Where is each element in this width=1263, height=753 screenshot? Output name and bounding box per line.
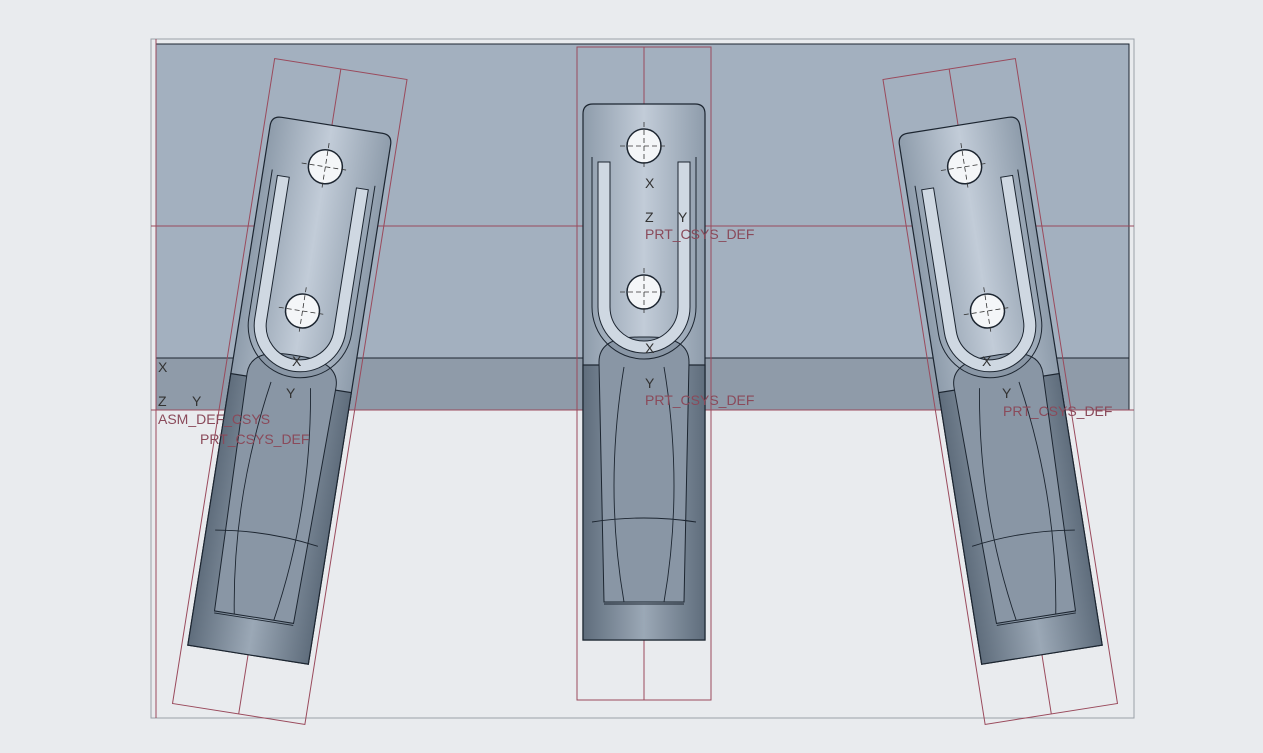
- asm-axis-x: X: [158, 359, 168, 375]
- center-axis-y: Y: [678, 209, 688, 225]
- asm-axis-z: Z: [158, 393, 167, 409]
- center-part-csys-label-bottom[interactable]: PRT_CSYS_DEF: [645, 392, 754, 408]
- right-axis-x: X: [982, 353, 992, 369]
- left-axis-x: X: [292, 353, 302, 369]
- center-axis-y-lower: Y: [645, 375, 655, 391]
- right-part-csys-label[interactable]: PRT_CSYS_DEF: [1003, 403, 1112, 419]
- left-axis-y: Y: [286, 385, 296, 401]
- center-part-csys-label-top[interactable]: PRT_CSYS_DEF: [645, 226, 754, 242]
- center-axis-x: X: [645, 175, 655, 191]
- assembly-bounding-frame: [150, 38, 1135, 719]
- right-axis-y: Y: [1002, 385, 1012, 401]
- center-axis-x-lower: X: [645, 340, 655, 356]
- asm-axis-y: Y: [192, 393, 202, 409]
- asm-csys-label[interactable]: ASM_DEF_CSYS: [158, 411, 270, 427]
- center-part[interactable]: [576, 46, 712, 701]
- center-axis-z: Z: [645, 209, 654, 225]
- left-part-csys-label[interactable]: PRT_CSYS_DEF: [200, 431, 309, 447]
